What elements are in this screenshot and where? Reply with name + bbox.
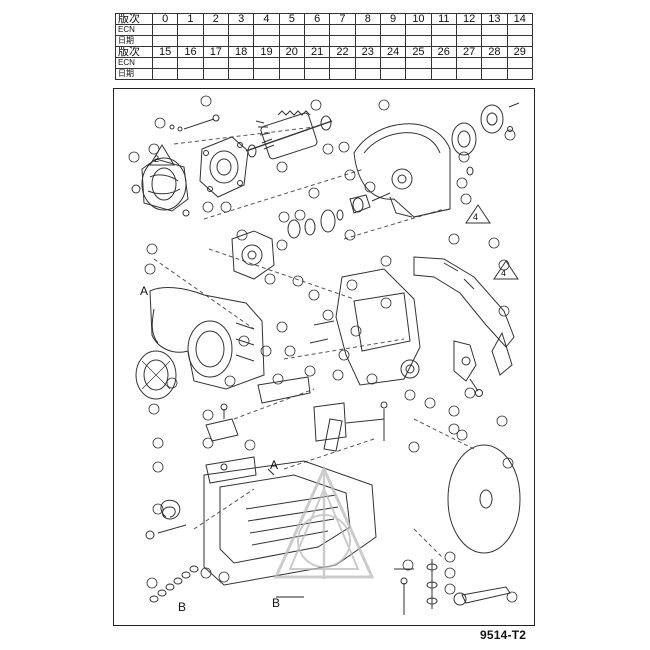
rev-number: 2 [202, 13, 229, 25]
rev-number: 3 [227, 13, 255, 25]
ecn-row-bottom: ECN [115, 57, 534, 69]
date-label: 日期 [115, 35, 153, 47]
rev-number: 9 [379, 13, 407, 25]
rev-number: 29 [506, 46, 534, 58]
rev-number: 4 [253, 13, 280, 25]
rev-number: 7 [329, 13, 356, 25]
rev-number: 10 [405, 13, 432, 25]
watermark-logo [273, 465, 375, 579]
note-triangles [149, 144, 519, 280]
rev-number: 15 [151, 46, 179, 58]
exploded-parts-drawing: 2 4 4 A A B B [128, 95, 521, 615]
rev-number: 27 [455, 46, 483, 58]
revision-row-top: 版次 0 1 2 3 4 5 6 7 8 9 10 11 12 13 14 [115, 13, 534, 25]
rev-number: 8 [354, 13, 381, 25]
wheel-flanges [451, 102, 520, 176]
rev-number: 22 [329, 46, 356, 58]
rev-number: 0 [151, 13, 179, 25]
motor-field-assembly [131, 157, 190, 217]
handle-arm [413, 256, 515, 397]
note-triangle-2 [149, 144, 175, 166]
rev-number: 25 [405, 46, 432, 58]
chain [149, 565, 199, 603]
reference-a-upper: A [140, 284, 148, 298]
note-triangle-4-upper [465, 204, 491, 224]
gear-case-parts [231, 192, 391, 280]
drawing-number: 9514-T2 [480, 628, 527, 642]
field-screws [169, 114, 220, 132]
fan-cover [135, 350, 177, 400]
rev-number: 19 [253, 46, 280, 58]
rev-number: 1 [177, 13, 204, 25]
rev-number: 12 [455, 13, 483, 25]
rev-number: 11 [430, 13, 457, 25]
reference-a-lower: A [270, 458, 278, 472]
reference-b-right: B [272, 596, 280, 610]
rev-number: 21 [303, 46, 331, 58]
rev-number: 17 [202, 46, 229, 58]
rev-number: 28 [481, 46, 508, 58]
date-row-top: 日期 [115, 35, 534, 47]
rev-number: 24 [379, 46, 407, 58]
brush-holder-plate [199, 136, 249, 198]
note-number-4-lower: 4 [501, 268, 506, 278]
rev-number: 20 [278, 46, 305, 58]
ecn-label: ECN [115, 57, 153, 69]
revision-table: 版次 0 1 2 3 4 5 6 7 8 9 10 11 12 13 14 EC… [115, 13, 534, 80]
return-spring [145, 499, 187, 540]
ecn-row-top: ECN [115, 24, 534, 36]
ecn-label: ECN [115, 24, 153, 36]
gear-box-body [309, 268, 421, 386]
rev-number: 13 [481, 13, 508, 25]
rev-label: 版次 [115, 46, 153, 58]
base-plate [203, 456, 377, 586]
rev-number: 18 [227, 46, 255, 58]
reference-a-leader [267, 468, 275, 476]
rev-number: 16 [177, 46, 204, 58]
rev-number: 26 [430, 46, 457, 58]
date-row-bottom: 日期 [115, 68, 534, 80]
wrench-and-hardware [394, 559, 511, 615]
rev-number: 6 [303, 13, 331, 25]
rev-number: 23 [354, 46, 381, 58]
exploded-view-frame: 2 4 4 A A B B [113, 88, 535, 626]
vise-assembly [205, 376, 388, 452]
cut-off-wheel [447, 444, 521, 554]
note-number-4-upper: 4 [473, 212, 478, 222]
note-number-2: 2 [154, 154, 159, 164]
revision-row-bottom: 版次 15 16 17 18 19 20 21 22 23 24 25 26 2… [115, 46, 534, 58]
date-label: 日期 [115, 68, 153, 80]
rev-number: 14 [506, 13, 534, 25]
rev-number: 5 [278, 13, 305, 25]
reference-b-left: B [178, 600, 186, 614]
note-triangle-4-lower [493, 260, 519, 280]
rev-label: 版次 [115, 13, 153, 25]
armature-rotor [245, 110, 333, 160]
motor-housing [149, 287, 265, 390]
